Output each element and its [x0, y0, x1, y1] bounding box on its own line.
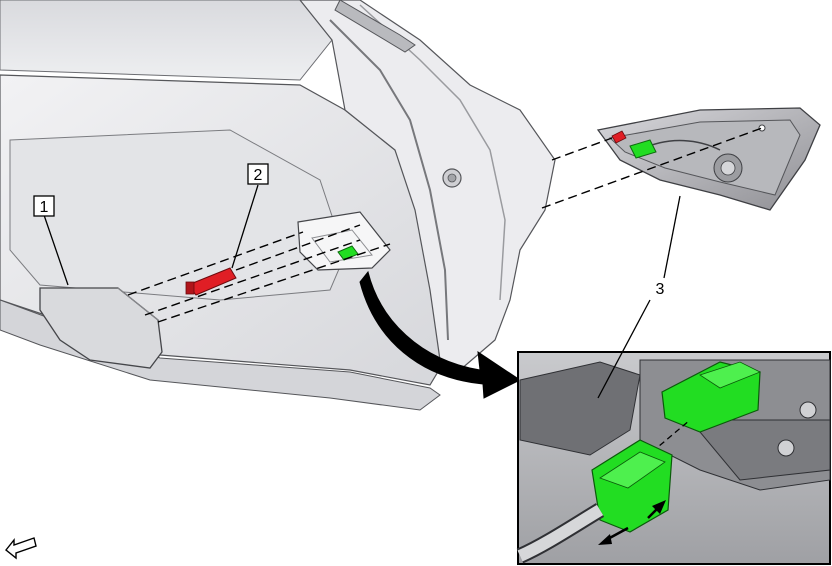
curved-arrow	[359, 270, 521, 399]
double-arrow-icon	[598, 500, 666, 545]
lamp-connector	[629, 139, 657, 159]
vehicle-connector	[337, 245, 359, 261]
rear-combination-lamp	[596, 107, 821, 211]
pillar-edge	[329, 19, 449, 341]
clip-part-2	[185, 267, 237, 296]
body-pillar	[299, 0, 556, 371]
lamp-clip	[611, 130, 627, 144]
callout-2: 2	[247, 163, 269, 185]
callout-1-label: 1	[40, 199, 49, 216]
rear-window	[0, 0, 333, 81]
leader-lines	[43, 184, 681, 399]
callout-2-label: 2	[254, 167, 263, 184]
callout-1: 1	[33, 195, 55, 217]
service-cover	[39, 287, 163, 369]
pillar-edge-2	[359, 4, 506, 301]
detail-inset	[516, 351, 831, 565]
alignment-lines	[127, 127, 763, 323]
callout-3-label: 3	[656, 281, 665, 298]
front-arrow-icon	[5, 537, 37, 560]
hatch-strut	[334, 0, 416, 53]
callout-3: 3	[656, 281, 665, 298]
